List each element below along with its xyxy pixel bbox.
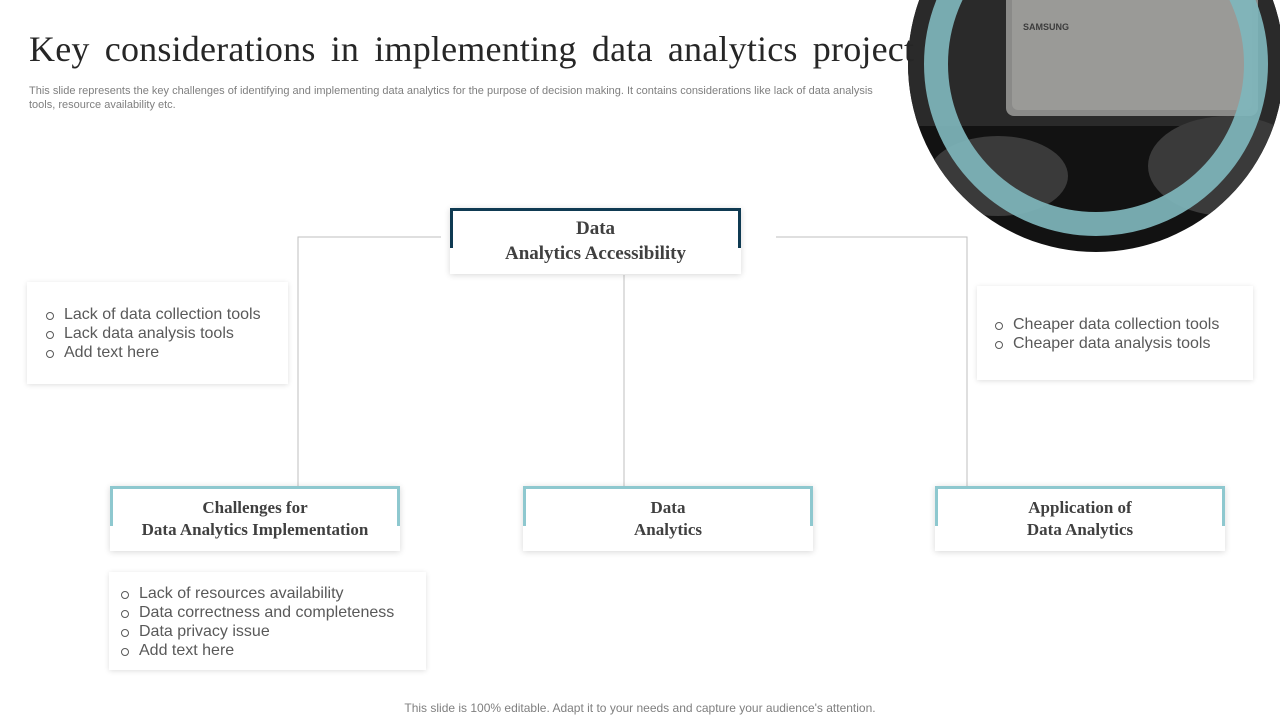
node-label: Data Analytics [634,497,702,539]
laptop-brand-logo: SAMSUNG [1023,22,1069,32]
list-item: Add text here [46,343,288,362]
list-item: Lack of resources availability [121,584,426,603]
page-title: Key considerations in implementing data … [29,29,915,69]
laptop-photo: SAMSUNG [908,0,1280,252]
note-bottom-left: Lack of resources availability Data corr… [109,572,426,670]
node-application: Application of Data Analytics [935,486,1225,551]
bullet-icon [121,648,129,656]
bullet-icon [995,341,1003,349]
bullet-icon [121,629,129,637]
node-label: Application of Data Analytics [1026,497,1134,539]
connector-right [776,236,968,487]
bullet-icon [995,322,1003,330]
node-frame [523,486,813,526]
node-frame [450,208,741,248]
list-item: Add text here [121,641,426,660]
node-challenges: Challenges for Data Analytics Implementa… [110,486,400,551]
bullet-icon [46,350,54,358]
bullet-icon [46,312,54,320]
node-data-analytics-accessibility: Data Analytics Accessibility [450,208,741,274]
list-item: Data privacy issue [121,622,426,641]
node-frame [110,486,400,526]
node-label: Challenges for Data Analytics Implementa… [141,497,369,539]
footer-note: This slide is 100% editable. Adapt it to… [404,701,876,715]
node-data-analytics: Data Analytics [523,486,813,551]
node-frame [935,486,1225,526]
bullet-icon [121,610,129,618]
note-top-right: Cheaper data collection tools Cheaper da… [977,286,1253,380]
connector-left [297,236,441,487]
bullet-icon [121,591,129,599]
list-item: Data correctness and completeness [121,603,426,622]
page-subtitle: This slide represents the key challenges… [29,85,873,111]
note-top-left: Lack of data collection tools Lack data … [27,282,288,384]
node-label: Data Analytics Accessibility [504,218,687,264]
list-item: Cheaper data collection tools [995,315,1253,334]
list-item: Lack data analysis tools [46,324,288,343]
bullet-icon [46,331,54,339]
list-item: Cheaper data analysis tools [995,334,1253,353]
list-item: Lack of data collection tools [46,305,288,324]
